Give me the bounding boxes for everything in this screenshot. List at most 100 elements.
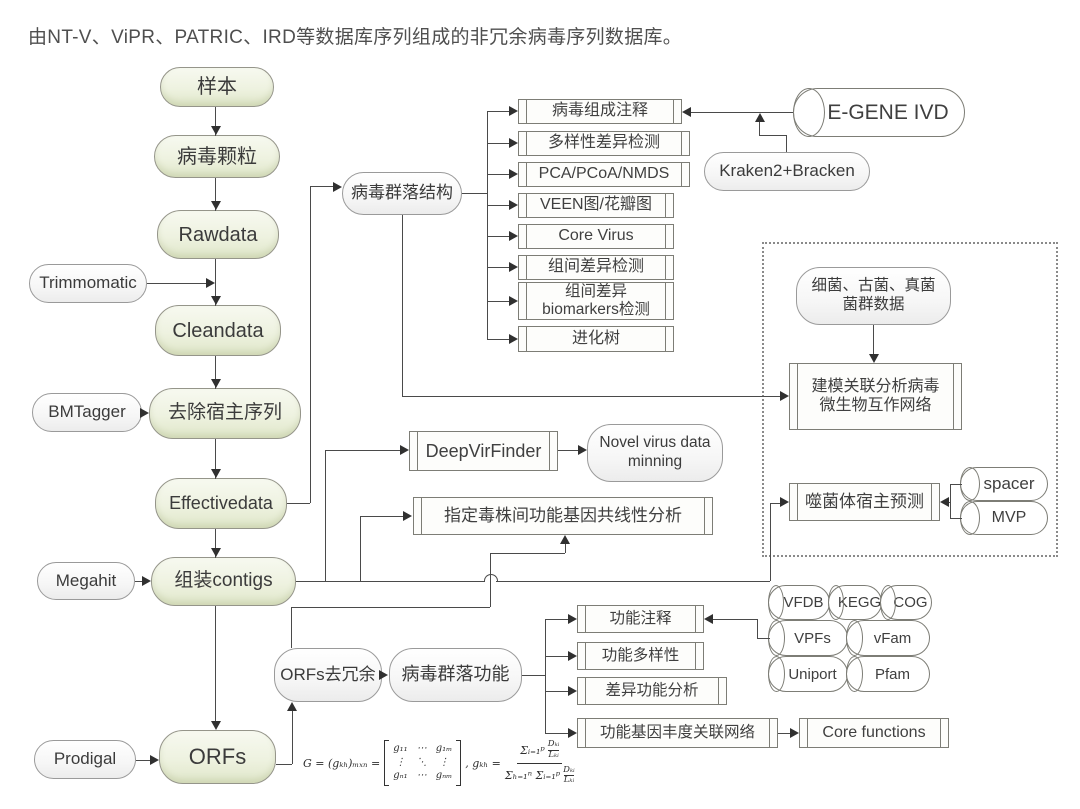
- arrowhead: [509, 200, 518, 210]
- connector-line: [360, 516, 361, 581]
- node-virus-community-function: 病毒群落功能: [389, 648, 522, 702]
- connector-line: [487, 143, 509, 144]
- output-virus-composition-annotation: 病毒组成注释: [518, 99, 682, 124]
- connector-line: [487, 174, 509, 175]
- arrowhead: [790, 728, 799, 738]
- node-remove-host: 去除宿主序列: [149, 388, 301, 439]
- arrowhead: [509, 106, 518, 116]
- arrowhead: [560, 535, 570, 544]
- db-mvp: MVP: [960, 501, 1048, 535]
- arrowhead: [150, 755, 159, 765]
- connector-line: [490, 553, 491, 607]
- connector-line: [296, 581, 484, 582]
- connector-line: [950, 484, 951, 518]
- db-egene-ivd: E-GENE IVD: [793, 88, 965, 137]
- arrowhead: [940, 497, 949, 507]
- analysis-differential-function: 差异功能分析: [577, 677, 727, 705]
- connector-line: [291, 607, 490, 608]
- connector-line: [215, 439, 216, 479]
- connector-line: [462, 193, 487, 194]
- analysis-function-annotation: 功能注释: [577, 605, 704, 633]
- connector-line: [545, 733, 568, 734]
- db-cog: COG: [880, 585, 932, 620]
- connector-line: [487, 267, 509, 268]
- analysis-function-abundance-network: 功能基因丰度关联网络: [577, 718, 778, 748]
- arrowhead: [509, 138, 518, 148]
- connector-line: [770, 503, 780, 504]
- connector-line: [291, 607, 292, 648]
- arrowhead: [755, 113, 765, 122]
- node-virus-community-structure: 病毒群落结构: [342, 172, 462, 215]
- node-sample: 样本: [160, 67, 274, 107]
- arrowhead: [568, 686, 577, 696]
- node-assemble-contigs: 组装contigs: [151, 557, 296, 606]
- analysis-phage-host-prediction: 噬菌体宿主预测: [789, 483, 940, 521]
- connector-line: [873, 325, 874, 354]
- connector-line: [136, 760, 151, 761]
- db-vpfs: VPFs: [768, 620, 848, 656]
- connector-line: [215, 356, 216, 389]
- connector-line: [487, 205, 509, 206]
- connector-line: [310, 186, 311, 503]
- connector-line: [215, 529, 216, 558]
- connector-line: [545, 619, 568, 620]
- analysis-core-functions: Core functions: [799, 718, 949, 748]
- connector-line: [487, 301, 509, 302]
- output-pca-pcoa-nmds: PCA/PCoA/NMDS: [518, 162, 690, 187]
- arrowhead: [780, 391, 789, 401]
- node-novel-virus-mining: Novel virus data minning: [587, 424, 723, 482]
- connector-line: [487, 339, 509, 340]
- db-spacer: spacer: [960, 467, 1048, 501]
- tool-kraken2-bracken: Kraken2+Bracken: [704, 152, 870, 191]
- connector-line: [360, 516, 403, 517]
- connector-line: [496, 581, 770, 582]
- connector-line: [950, 484, 962, 485]
- connector-line: [402, 215, 403, 396]
- connector-line: [545, 691, 568, 692]
- db-uniport: Uniport: [768, 656, 848, 692]
- arrowhead: [568, 728, 577, 738]
- analysis-function-diversity: 功能多样性: [577, 642, 704, 670]
- arrowhead: [287, 702, 297, 711]
- arrowhead: [140, 408, 149, 418]
- connector-line: [215, 606, 216, 722]
- arrowhead: [509, 296, 518, 306]
- arrowhead: [400, 445, 409, 455]
- host-interaction-group-box: [762, 242, 1058, 557]
- abundance-formula: G = (gₖₕ)ₘₓₙ = g₁₁⋯g₁ₘ ⋮⋱⋮ gₙ₁⋯gₙₘ , gₖₕ…: [303, 739, 575, 787]
- tool-megahit: Megahit: [37, 562, 135, 600]
- arrowhead: [509, 334, 518, 344]
- connector-line: [757, 619, 758, 638]
- connector-line: [325, 450, 326, 581]
- connector-line: [487, 111, 509, 112]
- arrowhead: [509, 262, 518, 272]
- formula-lhs: G = (gₖₕ)ₘₓₙ =: [303, 756, 381, 770]
- tool-deepvirfinder: DeepVirFinder: [409, 431, 558, 471]
- connector-line: [135, 581, 142, 582]
- connector-line: [215, 178, 216, 211]
- connector-hop: [484, 574, 498, 582]
- matrix-bracket-right: [456, 740, 462, 787]
- arrowhead: [403, 511, 412, 521]
- arrowhead: [379, 670, 388, 680]
- output-phylogenetic-tree: 进化树: [518, 326, 674, 352]
- connector-line: [402, 396, 780, 397]
- connector-line: [713, 619, 757, 620]
- arrowhead: [682, 107, 691, 117]
- output-diversity-difference: 多样性差异检测: [518, 131, 690, 156]
- formula-matrix: g₁₁⋯g₁ₘ ⋮⋱⋮ gₙ₁⋯gₙₘ: [393, 743, 453, 782]
- db-pfam: Pfam: [846, 656, 930, 692]
- connector-line: [310, 186, 334, 187]
- arrowhead: [704, 614, 713, 624]
- db-kegg: KEGG: [828, 585, 882, 620]
- connector-line: [490, 553, 565, 554]
- connector-line: [691, 112, 793, 113]
- output-biomarkers: 组间差异 biomarkers检测: [518, 282, 674, 320]
- arrowhead: [211, 296, 221, 305]
- connector-line: [287, 503, 310, 504]
- connector-line: [757, 638, 770, 639]
- diagram-caption: 由NT-V、ViPR、PATRIC、IRD等数据库序列组成的非冗余病毒序列数据库…: [28, 27, 683, 48]
- arrowhead: [333, 182, 342, 192]
